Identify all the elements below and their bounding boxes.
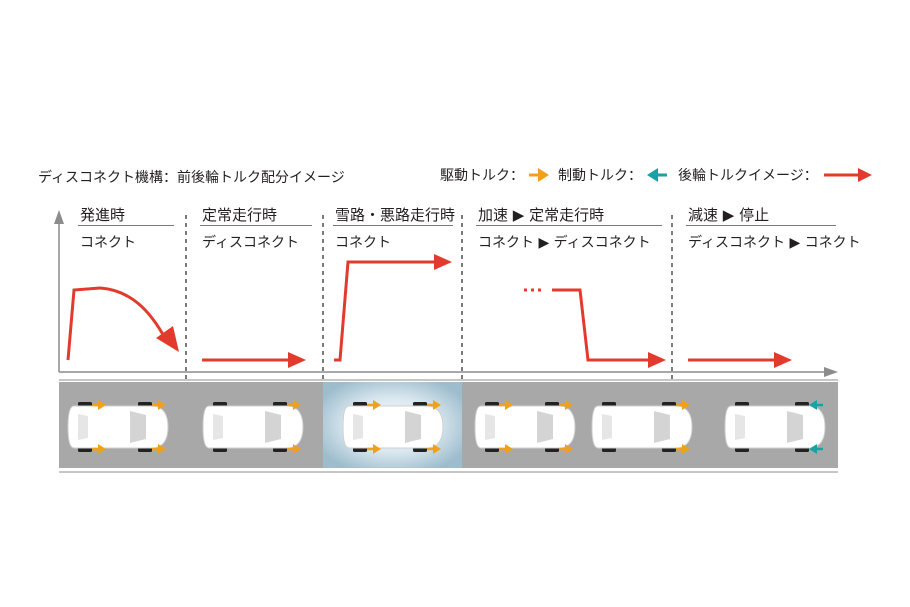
phase-1-title: 発進時 — [80, 206, 126, 224]
phase-4-mode: コネクト ▶ ディスコネクト — [478, 235, 651, 251]
car-4-front-drive-arrow-top — [559, 400, 573, 410]
legend-brake: 制動トルク： — [558, 165, 668, 185]
curve-accel — [552, 288, 652, 362]
phase-5-rule — [686, 225, 836, 226]
phase-3-rule — [333, 225, 453, 226]
car-5-rear-window — [602, 414, 612, 440]
car-3-rear-drive-arrow-bottom — [367, 444, 381, 454]
phase-1-mode: コネクト — [80, 235, 136, 251]
arrowhead-snow — [434, 254, 452, 270]
car-6-front-brake-arrow-bottom — [809, 444, 823, 454]
car-3-front-drive-arrow-top — [427, 400, 441, 410]
car-2 — [202, 400, 304, 454]
car-5-windshield — [654, 411, 670, 443]
car-1-rear-drive-arrow-bottom — [92, 444, 106, 454]
car-6 — [724, 400, 826, 454]
car-5-front-drive-arrow-bottom — [676, 444, 690, 454]
brake-arrow-icon — [647, 168, 667, 182]
car-3-windshield — [405, 411, 421, 443]
phase-4-title: 加速 ▶ 定常走行時 — [478, 206, 605, 224]
graph-axes — [54, 210, 838, 377]
car-3 — [342, 400, 444, 454]
car-4-rear-drive-arrow-top — [499, 400, 513, 410]
car-4-rear-window — [485, 414, 495, 440]
legend-drive: 駆動トルク： — [440, 165, 550, 185]
car-1-windshield — [130, 411, 146, 443]
car-4-windshield — [537, 411, 553, 443]
car-1-front-drive-arrow-bottom — [152, 444, 166, 454]
arrowhead-decel — [774, 352, 792, 368]
legend-brake-label: 制動トルク： — [558, 168, 642, 184]
phase-3-mode: コネクト — [335, 235, 391, 251]
car-1 — [67, 400, 169, 454]
curve-snow — [334, 260, 438, 362]
phase-5-mode: ディスコネクト ▶ コネクト — [688, 235, 861, 251]
car-4 — [474, 400, 576, 454]
car-1-rear-window — [78, 414, 88, 440]
rear-torque-curves — [66, 260, 778, 362]
curve-start — [66, 286, 168, 361]
phase-1-rule — [78, 225, 174, 226]
legend-drive-label: 駆動トルク： — [440, 168, 524, 184]
cars-layer — [67, 400, 826, 454]
legend-rear-label: 後輪トルクイメージ： — [678, 168, 818, 184]
diagram-title: ディスコネクト機構：前後輪トルク配分イメージ — [38, 170, 345, 186]
car-5 — [591, 400, 693, 454]
car-3-rear-drive-arrow-top — [367, 400, 381, 410]
rear-torque-arrow-icon — [823, 168, 872, 182]
car-4-rear-drive-arrow-bottom — [499, 444, 513, 454]
car-2-front-drive-arrow-top — [287, 400, 301, 410]
phase-5-title: 減速 ▶ 停止 — [688, 206, 770, 224]
car-1-front-drive-arrow-top — [152, 400, 166, 410]
arrowhead-accel — [648, 352, 666, 368]
arrowhead-start — [156, 326, 179, 352]
phase-3-title: 雪路・悪路走行時 — [335, 206, 456, 224]
y-axis-arrowhead — [54, 210, 64, 224]
phase-4-rule — [476, 225, 662, 226]
x-axis-arrowhead — [824, 367, 838, 377]
car-6-rear-window — [735, 414, 745, 440]
car-2-front-drive-arrow-bottom — [287, 444, 301, 454]
phase-2-rule — [200, 225, 312, 226]
car-2-windshield — [265, 411, 281, 443]
car-6-windshield — [787, 411, 803, 443]
car-6-front-brake-arrow-top — [809, 400, 823, 410]
car-3-front-drive-arrow-bottom — [427, 444, 441, 454]
legend-rear-torque: 後輪トルクイメージ： — [678, 165, 874, 185]
phase-2-mode: ディスコネクト — [202, 235, 300, 251]
car-1-rear-drive-arrow-top — [92, 400, 106, 410]
rear-torque-arrowheads — [156, 254, 792, 368]
car-2-rear-window — [213, 414, 223, 440]
arrowhead-cruise — [288, 352, 306, 368]
car-5-front-drive-arrow-top — [676, 400, 690, 410]
phase-2-title: 定常走行時 — [202, 206, 278, 224]
road-strip — [59, 379, 838, 473]
car-4-front-drive-arrow-bottom — [559, 444, 573, 454]
car-3-rear-window — [353, 414, 363, 440]
drive-arrow-icon — [529, 168, 549, 182]
